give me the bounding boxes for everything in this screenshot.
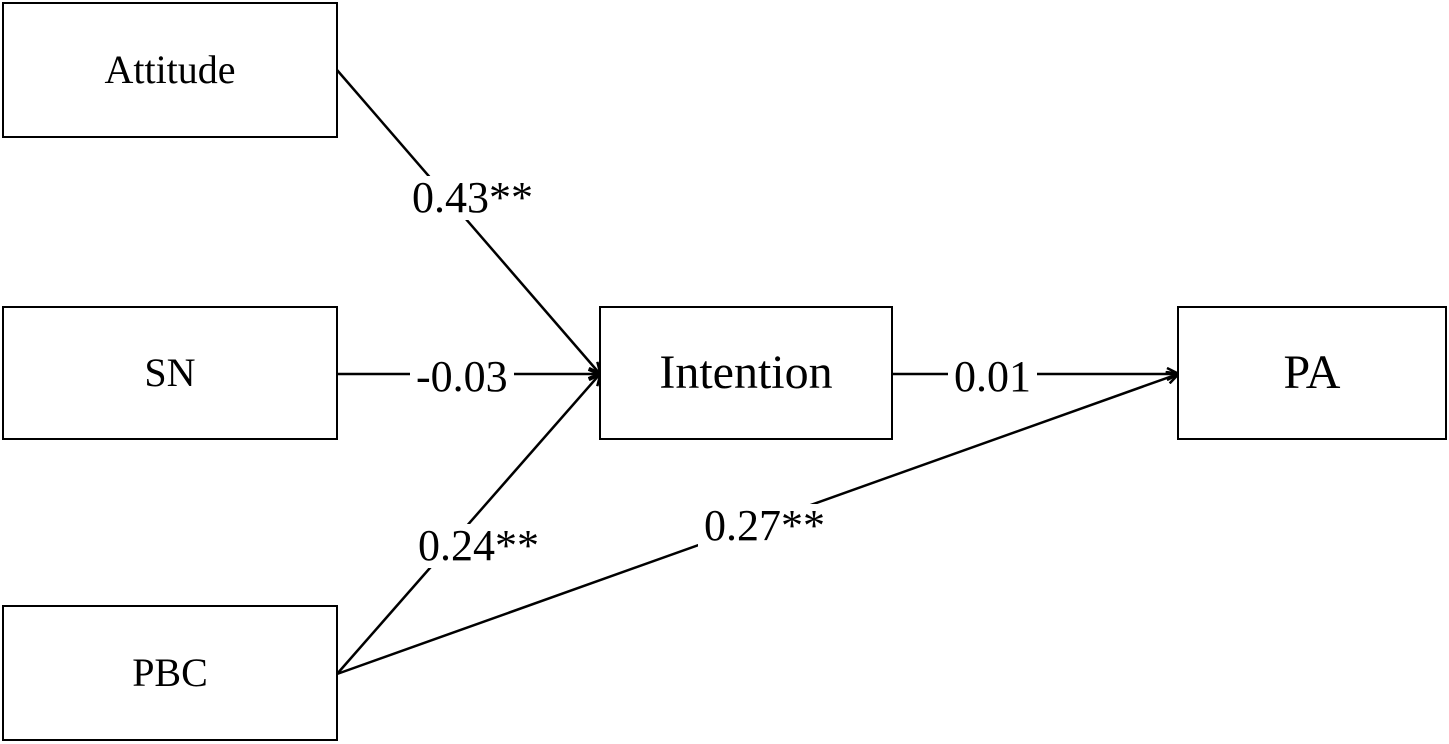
coef-attitude-intention: 0.43** bbox=[406, 176, 539, 220]
coef-intention-pa: 0.01 bbox=[948, 355, 1037, 399]
node-intention: Intention bbox=[599, 306, 893, 440]
node-attitude-label: Attitude bbox=[104, 47, 236, 92]
arrow-attitude-intention bbox=[336, 69, 600, 374]
node-pa: PA bbox=[1177, 306, 1447, 440]
node-pbc: PBC bbox=[2, 605, 338, 741]
node-sn: SN bbox=[2, 306, 338, 440]
coef-pbc-pa: 0.27** bbox=[698, 504, 831, 548]
node-sn-label: SN bbox=[144, 350, 196, 395]
coef-sn-intention: -0.03 bbox=[410, 355, 514, 399]
coef-pbc-intention: 0.24** bbox=[412, 524, 545, 568]
node-pa-label: PA bbox=[1283, 346, 1341, 399]
node-pbc-label: PBC bbox=[132, 650, 208, 695]
node-intention-label: Intention bbox=[659, 346, 833, 399]
node-attitude: Attitude bbox=[2, 2, 338, 138]
